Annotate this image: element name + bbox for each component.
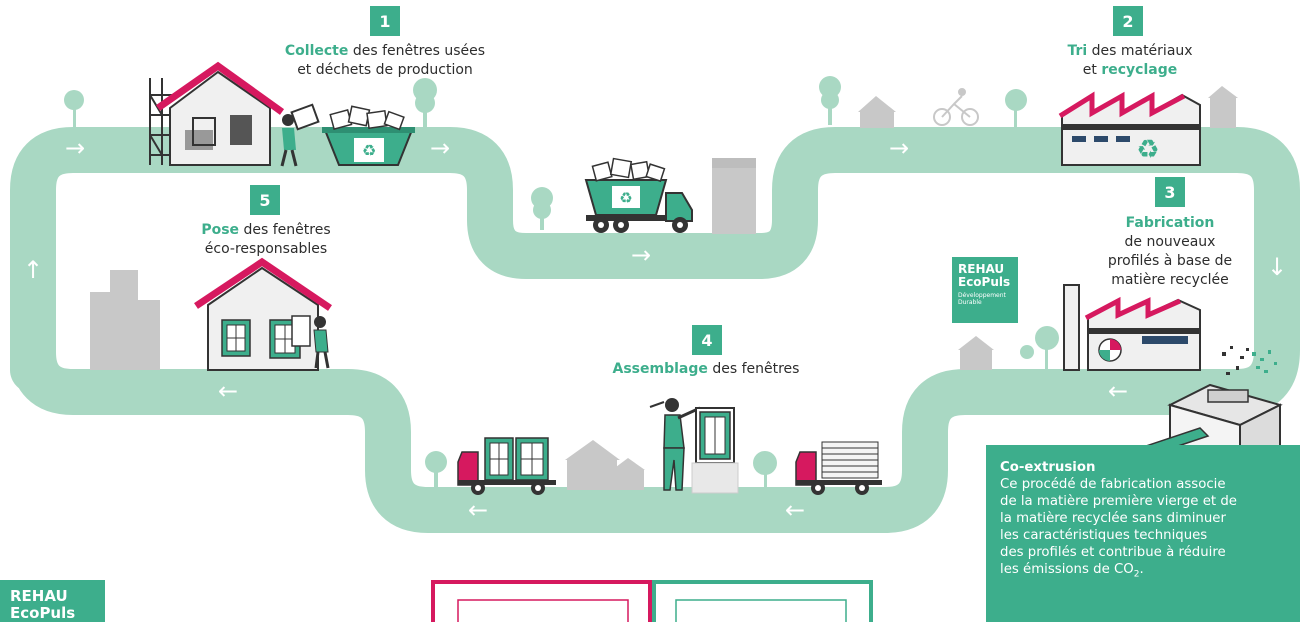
frame-pink [431,580,652,622]
tree-icon [819,76,841,125]
step-5-line2: éco-responsables [204,241,328,257]
window-delivery-truck-icon [457,437,556,495]
rehau-ecopuls-logo: REHAU EcoPuls Développement Durable [952,257,1018,323]
step-1-line1: des fenêtres usées [348,43,486,59]
step-2-highlight-2: recyclage [1101,62,1178,78]
step-4-badge: 4 [692,325,722,355]
logo-line2: EcoPuls [958,275,1011,289]
step-4-line1: des fenêtres [707,361,800,377]
cyclist-icon [933,88,979,126]
coextrusion-line5: des profilés et contribue à réduire [1000,545,1226,560]
coextrusion-end: . [1139,562,1144,577]
coextrusion-line2: de la matière première vierge et de [1000,494,1237,509]
tree-icon [413,78,437,127]
step-3-badge: 3 [1155,177,1185,207]
tree-icon [64,90,84,128]
arrow-left-icon: ← [1108,377,1128,405]
frame-green [652,580,873,622]
step-1-line2: et déchets de production [297,62,473,78]
step-1-highlight: Collecte [284,43,349,59]
recycling-skip-icon: ♻ [322,105,415,166]
profile-delivery-truck-icon [795,441,882,495]
coextrusion-info-box: Co-extrusion Ce procédé de fabrication a… [986,445,1300,622]
step-2-line2-prefix: et [1082,62,1102,78]
step-4-label: Assemblage des fenêtres [590,360,822,379]
step-2-line1: des matériaux [1087,43,1193,59]
recycling-truck-icon: ♻ [584,157,693,233]
coextrusion-line3: la matière recyclée sans diminuer [1000,511,1226,526]
sorting-factory-illustration: ♻ [1058,91,1201,166]
logo-sub2: Durable [958,299,982,306]
arrow-down-icon: ↓ [1267,253,1287,281]
step-5-label: Pose des fenêtres éco-responsables [180,221,352,259]
small-house-icon [1208,86,1238,128]
house-pose-illustration [194,257,332,371]
frame-green-inner [675,599,847,622]
apartment-building-icon [712,158,756,234]
logo-bottom-line1: REHAU [10,587,68,605]
city-skyline-icon [90,270,160,370]
tree-icon [753,451,777,492]
svg-text:♻: ♻ [619,189,632,207]
logo-line1: REHAU [958,262,1005,276]
logo-bottom-line2: EcoPuls [10,604,76,622]
step-5-highlight: Pose [201,222,240,238]
step-3-label: Fabrication de nouveaux profilés à base … [1090,214,1250,290]
small-house-icon [858,96,896,128]
step-3-highlight: Fabrication [1125,215,1215,231]
step-4-highlight: Assemblage [612,361,708,377]
arrow-right-icon: → [65,134,85,162]
step-5-line1: des fenêtres [239,222,331,238]
houses-icon [565,440,645,490]
step-1-badge: 1 [370,6,400,36]
worker-icon [280,103,320,167]
arrow-left-icon: ← [218,377,238,405]
tree-icon [425,451,447,491]
logo-sub1: Développement [958,292,1006,299]
manufacturing-factory-illustration [1063,284,1201,371]
coextrusion-line6: les émissions de CO [1000,562,1134,577]
arrow-left-icon: ← [785,496,805,524]
arrow-left-icon: ← [468,496,488,524]
coextrusion-title: Co-extrusion [1000,460,1096,475]
coextrusion-line4: les caractéristiques techniques [1000,528,1208,543]
svg-text:♻: ♻ [362,141,376,160]
small-house-icon [958,336,994,370]
step-1-label: Collecte des fenêtres usées et déchets d… [270,42,500,80]
step-5-badge: 5 [250,185,280,215]
rehau-ecopuls-logo-bottom: REHAU EcoPuls [0,580,105,622]
tree-icon [1020,326,1059,370]
tree-icon [531,187,553,230]
step-3-line2: de nouveaux [1124,234,1216,250]
step-2-label: Tri des matériaux et recyclage [1040,42,1220,80]
tree-icon [1005,89,1027,127]
assembly-worker-illustration [649,398,739,494]
house-collecte-illustration [149,61,285,166]
step-3-line4: matière recyclée [1111,272,1229,288]
arrow-up-icon: ↑ [23,256,43,284]
coextrusion-line1: Ce procédé de fabrication associe [1000,477,1226,492]
frame-pink-inner [457,599,629,622]
step-2-highlight: Tri [1067,43,1088,59]
arrow-right-icon: → [889,134,909,162]
step-3-line3: profilés à base de [1107,253,1233,269]
step-2-badge: 2 [1113,6,1143,36]
svg-text:♻: ♻ [1136,135,1159,165]
arrow-right-icon: → [430,134,450,162]
cycle-path [10,127,1300,533]
coextrusion-subscript: 2 [1133,569,1140,580]
arrow-right-icon: → [631,241,651,269]
